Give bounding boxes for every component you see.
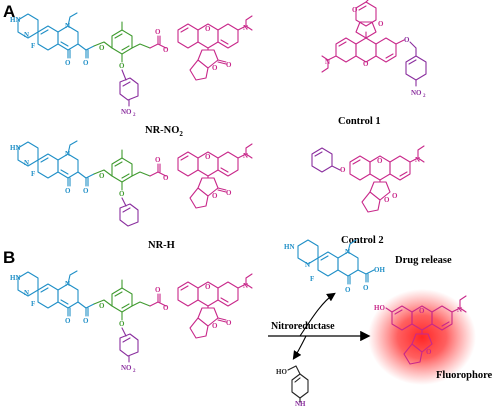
atom-label: O <box>392 192 398 200</box>
atom-label: HO <box>374 304 385 312</box>
atom-label: HO <box>276 368 287 376</box>
atom-label: O <box>155 28 161 36</box>
atom-label: O <box>99 302 105 310</box>
molecule-control-2: O O N O O <box>311 145 425 213</box>
atom-label: OH <box>374 266 385 274</box>
label-nr-no2-main: NR-NO <box>145 125 179 136</box>
atom-label: NO <box>121 108 132 116</box>
atom-label: O <box>99 44 105 52</box>
label-fluorophore: Fluorophore <box>436 370 493 381</box>
atom-label: O <box>345 286 351 294</box>
molecule-nr-h: O O O O <box>9 140 253 227</box>
atom-label: O <box>163 174 169 182</box>
label-drug-release: Drug release <box>395 255 452 266</box>
molecule-nr-no2: O O O O NO 2 <box>9 12 253 118</box>
atom-label: O <box>155 286 161 294</box>
atom-label: N <box>325 58 330 66</box>
fluorophore-glow <box>368 289 476 385</box>
label-nr-no2: NR-NO2 <box>145 125 183 138</box>
atom-label: HN <box>284 243 295 251</box>
atom-label: O <box>340 166 346 174</box>
atom-label: O <box>352 6 358 14</box>
atom-label: 2 <box>423 94 426 99</box>
atom-label: O <box>119 62 125 70</box>
atom-label: O <box>377 157 383 165</box>
atom-label: O <box>119 320 125 328</box>
atom-label: O <box>378 20 384 28</box>
atom-label: O <box>363 60 369 68</box>
molecule-control-1: O O O N O NO 2 <box>321 0 427 99</box>
molecule-released-drug: HN N F N O O OH <box>284 239 385 294</box>
atom-label: O <box>163 304 169 312</box>
molecule-fluorophore: O HO N O <box>374 295 467 365</box>
atom-label: O <box>155 156 161 164</box>
atom-label: O <box>419 307 425 315</box>
label-control-1: Control 1 <box>338 116 381 127</box>
panel-b-label: B <box>3 248 15 267</box>
reaction-arrow <box>268 292 371 360</box>
atom-label: O <box>163 46 169 54</box>
atom-label: N <box>415 156 420 164</box>
atom-label: F <box>310 275 314 283</box>
atom-label: 2 <box>133 369 136 374</box>
label-control-2: Control 2 <box>341 235 384 246</box>
atom-label: 2 <box>133 113 136 118</box>
atom-label: O <box>99 172 105 180</box>
atom-label: O <box>384 196 390 204</box>
svg-text:NR-NO2: NR-NO2 <box>145 125 183 138</box>
label-nitroreductase: Nitroreductase <box>271 321 335 332</box>
atom-label: O <box>426 348 432 356</box>
atom-label: N <box>305 261 310 269</box>
label-nr-no2-sub: 2 <box>179 130 183 138</box>
atom-label: NH <box>295 400 306 406</box>
atom-label: O <box>404 36 410 44</box>
atom-label: O <box>363 284 369 292</box>
molecule-nr-no2-scheme: O O O O NO 2 <box>9 270 253 374</box>
molecule-aminobenzyl-alcohol: HO NH <box>276 365 309 406</box>
atom-label: O <box>119 190 125 198</box>
atom-label: NO <box>121 364 132 372</box>
atom-label: NO <box>411 89 422 97</box>
label-nr-h: NR-H <box>148 240 175 251</box>
atom-label: N <box>457 306 462 314</box>
atom-label: N <box>345 248 350 256</box>
